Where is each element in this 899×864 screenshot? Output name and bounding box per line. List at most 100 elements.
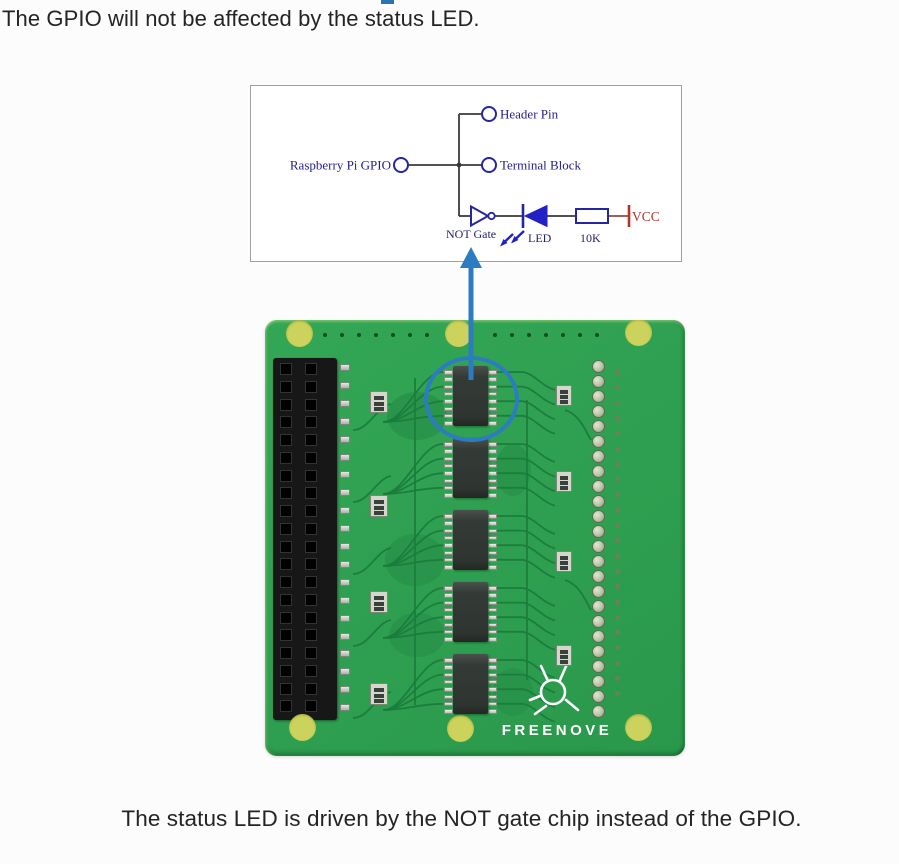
via-dot [615, 676, 620, 681]
via-dot [615, 660, 620, 666]
header-pin-hole [305, 576, 317, 588]
pcb-trace [497, 400, 556, 421]
not-gate-chip [453, 510, 488, 570]
pcb-trace [497, 371, 556, 391]
chip-pin [444, 600, 453, 606]
chip-pin [488, 637, 497, 642]
chip-pin [488, 463, 497, 469]
terminal-solder-pad [592, 600, 605, 613]
chip-pin [444, 672, 453, 678]
chip-pin [444, 514, 453, 519]
terminal-solder-pad [592, 660, 605, 673]
vcc-label: VCC [632, 209, 660, 224]
via-dot [425, 333, 429, 337]
pcb-trace [497, 702, 556, 723]
header-pin-hole [280, 505, 292, 517]
header-pin-hole [305, 363, 317, 375]
header-pin-hole [280, 487, 292, 500]
header-pin-hole [305, 558, 317, 571]
terminal-solder-pad [592, 615, 605, 628]
via-dot [493, 333, 497, 337]
header-pin-hole [280, 558, 292, 571]
chip-pin [444, 637, 453, 642]
pcb-trace [564, 409, 592, 441]
brand-label: FREENOVE [501, 722, 613, 739]
pcb-trace [497, 414, 556, 435]
smd-component [556, 385, 572, 406]
chip-pin [444, 565, 453, 570]
brand-block: FREENOVE [487, 656, 627, 751]
header-pin-hole [305, 398, 317, 411]
terminal-solder-pad [592, 540, 605, 553]
smd-component [370, 683, 388, 705]
terminal-solder-pad [592, 630, 605, 643]
chip-pin [488, 543, 497, 548]
intro-text: The GPIO will not be affected by the sta… [2, 6, 480, 31]
chip-pin [488, 687, 497, 692]
via-dot [615, 645, 620, 651]
header-pin-hole [305, 611, 317, 624]
header-pin-hole [305, 505, 317, 517]
chip-pin [488, 672, 497, 678]
header-pin-hole [280, 380, 292, 393]
chip-pin [444, 593, 453, 598]
pcb-trace [497, 659, 556, 679]
terminal-solder-pad [592, 465, 605, 478]
header-pin-hole [280, 434, 292, 446]
smd-component [370, 591, 388, 613]
chip-pin [444, 709, 453, 714]
chip-pin [488, 600, 497, 606]
header-pin-hole [305, 700, 317, 713]
via-dot [615, 415, 620, 421]
pcb-trace [497, 673, 556, 694]
header-pin-hole [280, 451, 292, 464]
terminal-solder-pad [592, 450, 605, 463]
header-solder-pin [340, 632, 350, 640]
chip-pin [488, 528, 497, 534]
terminal-solder-pad [592, 645, 605, 658]
chip-pin [488, 593, 497, 598]
header-solder-pin [340, 668, 350, 676]
via-dot [615, 431, 620, 437]
terminal-solder-pad [592, 480, 605, 493]
header-pin-hole [305, 593, 317, 606]
mounting-hole [624, 713, 652, 741]
header-solder-pin [340, 650, 350, 658]
header-pin-hole [280, 398, 292, 411]
header-pin-hole [305, 416, 317, 429]
gpio-terminal-circle [393, 157, 409, 173]
smd-component [556, 645, 572, 666]
header-solder-pin [340, 560, 350, 568]
pcb-trace [497, 486, 556, 507]
header-solder-pin [340, 578, 350, 586]
terminal-solder-pad [592, 360, 605, 373]
pcb-trace [352, 619, 392, 647]
header-pin-hole [305, 540, 317, 553]
header-solder-pin [340, 614, 350, 622]
not-gate-symbol [470, 204, 491, 228]
chip-pin [488, 665, 497, 670]
header-pin-hole [305, 664, 317, 677]
header-pin-hole [280, 522, 292, 535]
not-gate-chip [453, 582, 488, 642]
terminal-solder-pad [592, 435, 605, 448]
pcb-trace [497, 688, 556, 709]
header-pin-hole [280, 682, 292, 695]
header-pin-circle [481, 106, 497, 122]
via-dot [527, 333, 531, 337]
resistor-symbol [575, 208, 609, 224]
via-dot [374, 333, 378, 337]
pcb-trace [497, 385, 556, 406]
schematic-drawing: Raspberry Pi GPIO Header Pin Terminal Bl… [290, 106, 660, 247]
chip-pin [488, 701, 497, 707]
chip-pin [488, 442, 497, 447]
resistor-label: 10K [580, 231, 601, 245]
pcb-trace [497, 630, 556, 651]
header-pin-hole [280, 629, 292, 642]
header-solder-pin [340, 596, 350, 604]
chip-pin [444, 629, 453, 635]
not-gate-chip [453, 654, 488, 714]
pcb-trace [497, 544, 556, 565]
via-dot [615, 584, 620, 590]
chip-pin [488, 456, 497, 462]
